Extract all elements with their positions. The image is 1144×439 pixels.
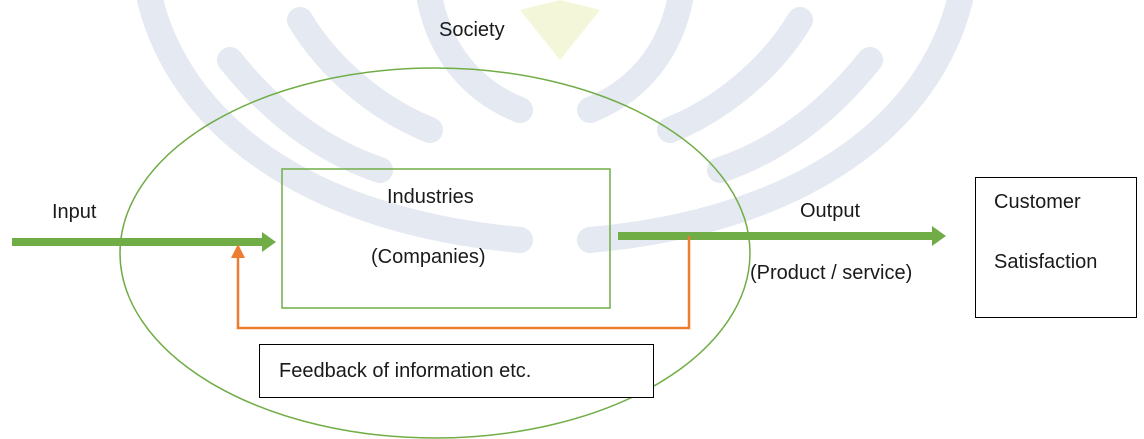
industries-box [281,168,611,309]
companies-label: (Companies) [371,246,486,268]
feedback-line [236,236,691,330]
feedback-arrow-head [231,244,245,258]
society-label: Society [439,19,505,41]
input-label: Input [52,201,97,223]
feedback-label: Feedback of information etc. [279,360,532,382]
industries-label: Industries [387,186,474,208]
watermark-leaf [287,7,443,143]
output-arrow-head [932,226,946,246]
watermark-emblem [520,0,600,60]
watermark-leaf [657,7,813,143]
watermark-leaf [707,47,883,183]
output-label: Output [800,200,861,222]
society-ellipse [119,67,751,439]
product-service-label: (Product / service) [750,262,913,284]
customer-label: Customer [994,191,1081,213]
watermark-branch-right [577,0,973,253]
input-arrow-head [262,232,276,252]
watermark-leaf [217,47,393,183]
laurel-watermark [137,0,973,253]
watermark-leaf [417,0,533,123]
customer-satisfaction-box: Customer Satisfaction [975,177,1137,318]
watermark-branch-left [137,0,533,253]
satisfaction-label: Satisfaction [994,251,1098,273]
watermark-leaf [577,0,693,123]
feedback-box: Feedback of information etc. [259,344,654,398]
